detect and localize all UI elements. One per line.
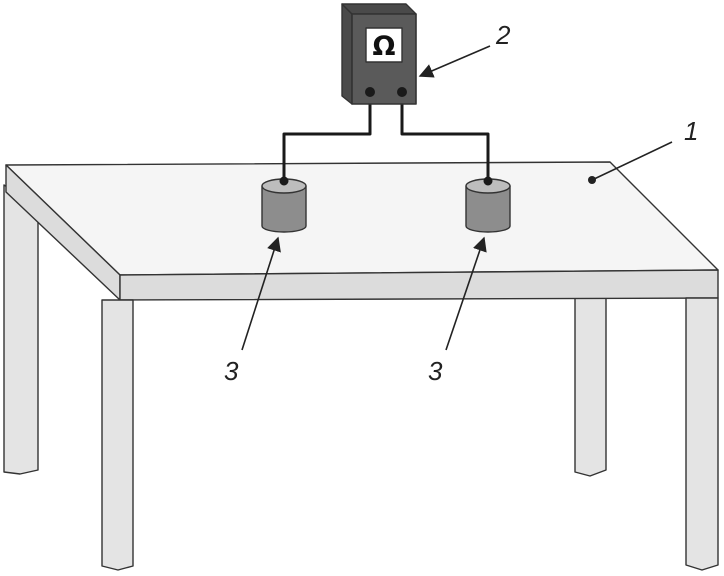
callout-label-2: 2: [495, 20, 511, 50]
wires: [282, 92, 490, 180]
table-leg-back-right: [574, 297, 607, 477]
table-front-legs: [101, 297, 719, 571]
ohmmeter-top: [341, 3, 417, 15]
leader-line-table: [591, 141, 673, 181]
ohmmeter: Ω: [341, 3, 417, 105]
leader-arrow-electrode-left: [241, 236, 281, 351]
electrode-left-terminal: [279, 176, 289, 186]
table: [5, 161, 719, 301]
table-top-surface: [5, 161, 719, 276]
wire-right: [400, 92, 490, 180]
table-leg-front-right: [685, 297, 719, 571]
callout-meter: 2: [418, 20, 511, 78]
leader-arrow-electrode-right: [445, 236, 487, 351]
table-back-legs: [3, 184, 607, 477]
electrode-left-body: [261, 185, 307, 233]
electrode-right-body: [465, 185, 511, 233]
callout-electrode-left: 3: [224, 236, 281, 386]
ohmmeter-terminal-right: [397, 87, 407, 97]
table-leg-back-left: [3, 184, 39, 475]
callout-table: 1: [588, 116, 698, 184]
callout-electrode-right: 3: [428, 236, 487, 386]
leader-arrow-meter: [418, 45, 491, 78]
callout-label-1: 1: [684, 116, 698, 146]
ohmmeter-terminal-left: [365, 87, 375, 97]
leader-dot-table: [588, 176, 596, 184]
electrode-left: [261, 176, 307, 233]
ohmmeter-side: [341, 3, 353, 105]
table-leg-front-left: [101, 299, 134, 571]
electrode-right-terminal: [483, 176, 493, 186]
wire-left: [282, 92, 372, 180]
electrode-right: [465, 176, 511, 233]
callout-label-3-right: 3: [428, 356, 443, 386]
callout-label-3-left: 3: [224, 356, 239, 386]
table-top-front-edge: [119, 269, 719, 301]
ohmmeter-display: [365, 27, 403, 63]
ohmmeter-icon: Ω: [373, 31, 396, 62]
